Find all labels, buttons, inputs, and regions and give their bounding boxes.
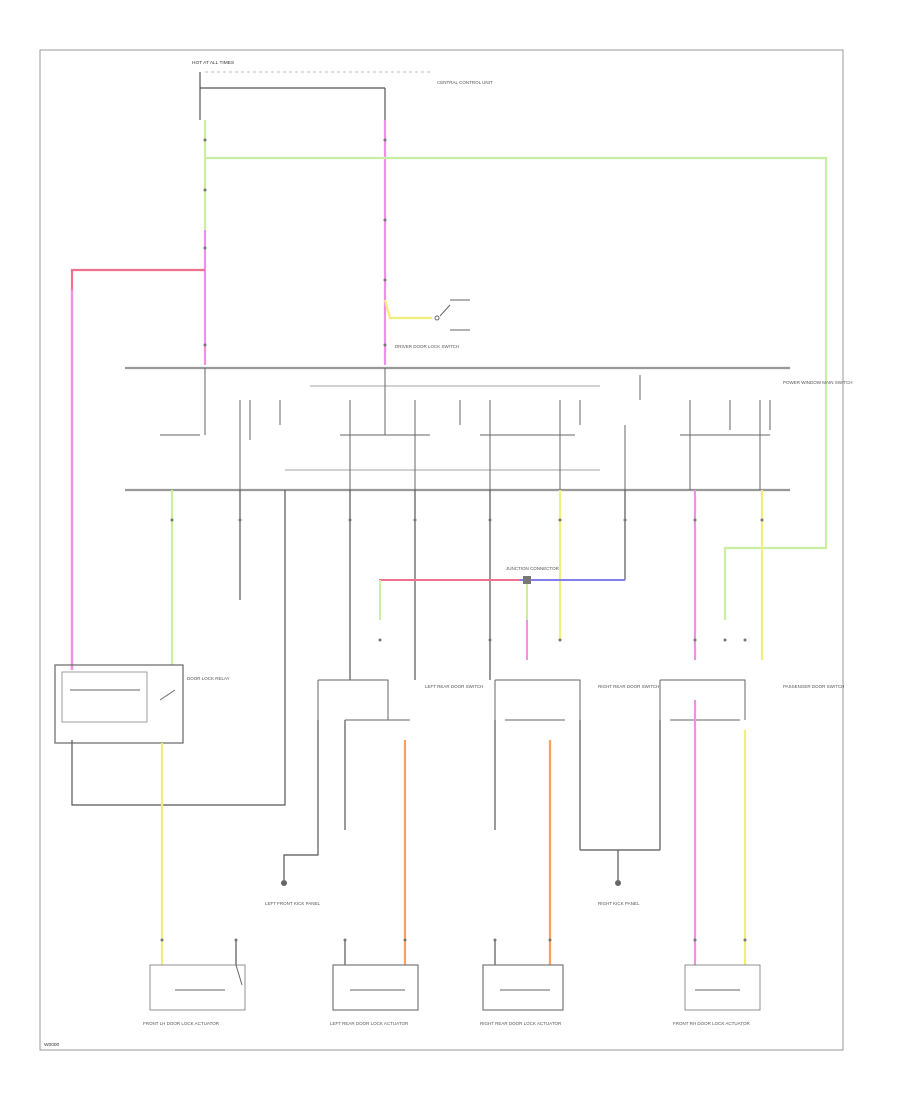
front-rh-actuator-label: FRONT RH DOOR LOCK ACTUATOR bbox=[673, 1021, 751, 1026]
lr-door-switch: LEFT REAR DOOR SWITCH bbox=[317, 679, 483, 830]
main-switch-label: POWER WINDOW MAIN SWITCH bbox=[783, 380, 853, 385]
footer-code: W0000 bbox=[44, 1042, 60, 1048]
ground-left: LEFT FRONT KICK PANEL bbox=[265, 830, 321, 906]
rr-door-switch: RIGHT REAR DOOR SWITCH bbox=[494, 679, 659, 850]
lr-actuator-label: LEFT REAR DOOR LOCK ACTUATOR bbox=[330, 1021, 409, 1026]
lr-door-switch-label: LEFT REAR DOOR SWITCH bbox=[425, 684, 483, 689]
front-rh-actuator: FRONT RH DOOR LOCK ACTUATOR bbox=[673, 964, 761, 1026]
pass-door-switch-label: PASSENGER DOOR SWITCH bbox=[783, 684, 844, 689]
power-source: HOT AT ALL TIMES CENTRAL CONTROL UNIT bbox=[192, 60, 493, 120]
ground-right: RIGHT KICK PANEL bbox=[580, 849, 660, 906]
pass-door-switch: PASSENGER DOOR SWITCH bbox=[659, 679, 844, 850]
driver-door-lock-switch: DRIVER DOOR LOCK SWITCH bbox=[395, 299, 470, 349]
junction-connector-label: JUNCTION CONNECTOR bbox=[506, 566, 560, 571]
rr-actuator-label: RIGHT REAR DOOR LOCK ACTUATOR bbox=[480, 1021, 562, 1026]
wire-green-top bbox=[205, 156, 828, 620]
door-lock-relay-label: DOOR LOCK RELAY bbox=[187, 676, 230, 681]
power-source-label: HOT AT ALL TIMES bbox=[192, 60, 234, 66]
front-lh-actuator-label: FRONT LH DOOR LOCK ACTUATOR bbox=[143, 1021, 220, 1026]
front-lh-actuator: FRONT LH DOOR LOCK ACTUATOR bbox=[143, 964, 246, 1026]
wire-red-left bbox=[70, 268, 205, 670]
central-control-label: CENTRAL CONTROL UNIT bbox=[437, 80, 493, 85]
wire-black-285 bbox=[71, 490, 286, 806]
connector-dots bbox=[160, 138, 764, 942]
diagram-frame bbox=[39, 49, 844, 1051]
lr-actuator: LEFT REAR DOOR LOCK ACTUATOR bbox=[330, 964, 419, 1026]
junction-connector: JUNCTION CONNECTOR bbox=[379, 566, 625, 660]
ground-left-label: LEFT FRONT KICK PANEL bbox=[265, 901, 321, 906]
rr-door-switch-label: RIGHT REAR DOOR SWITCH bbox=[598, 684, 659, 689]
ground-right-label: RIGHT KICK PANEL bbox=[598, 901, 640, 906]
wire-yellow-branch bbox=[383, 299, 432, 320]
rr-actuator: RIGHT REAR DOOR LOCK ACTUATOR bbox=[480, 964, 564, 1026]
power-window-main-switch: POWER WINDOW MAIN SWITCH bbox=[125, 366, 853, 492]
driver-door-lock-switch-label: DRIVER DOOR LOCK SWITCH bbox=[395, 344, 459, 349]
door-lock-relay: DOOR LOCK RELAY bbox=[54, 664, 230, 744]
